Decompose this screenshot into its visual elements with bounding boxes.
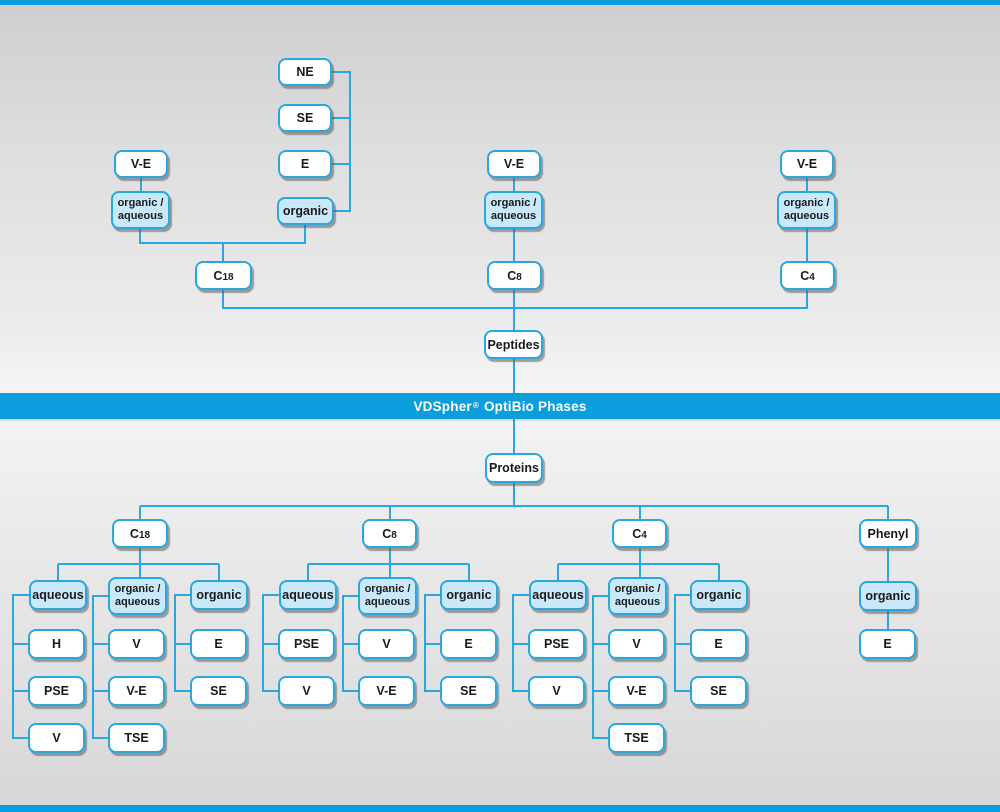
phase-label: C18 xyxy=(213,269,233,283)
phase-label: C4 xyxy=(632,527,647,541)
node-proteins-c4-mixed-v: V xyxy=(608,629,665,659)
node-proteins-c4-organic-e: E xyxy=(690,629,747,659)
node-proteins-c4-organic-aqueous: organic / aqueous xyxy=(608,577,667,615)
node-proteins-c8-organic-aqueous: organic / aqueous xyxy=(358,577,417,615)
bottom-accent-bar xyxy=(0,805,1000,812)
phase-digits: 8 xyxy=(391,529,397,541)
mode-line2: aqueous xyxy=(490,210,537,222)
node-peptides-c18-organic: organic xyxy=(277,197,334,225)
phase-letter: C xyxy=(382,526,392,541)
phase-digits: 8 xyxy=(516,271,522,283)
mode-line1: organic / xyxy=(614,582,661,595)
node-proteins-phase-c18: C18 xyxy=(112,519,168,548)
mode-line1: organic / xyxy=(114,582,161,595)
node-peptides-c4-organic-aqueous: organic / aqueous xyxy=(777,191,836,229)
top-accent-bar xyxy=(0,0,1000,5)
mode-line2: aqueous xyxy=(364,596,411,608)
phase-label: C4 xyxy=(800,269,815,283)
node-peptides-c18-e: E xyxy=(278,150,332,178)
mode-line1: organic / xyxy=(364,582,411,595)
node-peptides-c8-ve: V-E xyxy=(487,150,541,178)
node-proteins-c18-mixed-ve: V-E xyxy=(108,676,165,706)
node-peptides-c18-organic-aqueous: organic / aqueous xyxy=(111,191,170,229)
node-proteins-c8-mixed-ve: V-E xyxy=(358,676,415,706)
title-banner: VDSpher®OptiBio Phases xyxy=(0,393,1000,419)
node-proteins-c4-aqueous: aqueous xyxy=(529,580,587,610)
mode-line2: aqueous xyxy=(117,210,164,222)
node-proteins-root: Proteins xyxy=(485,453,543,483)
banner-brand: VDSpher xyxy=(413,398,472,414)
node-proteins-c8-aqueous-v: V xyxy=(278,676,335,706)
wire-horizontal-rails xyxy=(139,307,889,519)
node-proteins-c4-organic: organic xyxy=(690,580,748,610)
phase-label: C18 xyxy=(130,527,150,541)
banner-suffix: OptiBio Phases xyxy=(483,398,587,414)
node-peptides-root: Peptides xyxy=(484,330,543,359)
node-proteins-c18-aqueous: aqueous xyxy=(29,580,87,610)
wire-peptides-c18-elution-rail xyxy=(332,71,351,212)
node-proteins-phenyl-organic: organic xyxy=(859,581,917,611)
mode-line1: organic / xyxy=(783,196,830,209)
node-proteins-c18-aqueous-pse: PSE xyxy=(28,676,85,706)
mode-line1: organic / xyxy=(490,196,537,209)
phase-letter: C xyxy=(632,526,642,541)
node-peptides-c18-ne: NE xyxy=(278,58,332,86)
node-peptides-phase-c4: C4 xyxy=(780,261,835,290)
node-proteins-c18-organic: organic xyxy=(190,580,248,610)
node-proteins-c18-mixed-tse: TSE xyxy=(108,723,165,753)
phase-label: C8 xyxy=(507,269,522,283)
phase-digits: 18 xyxy=(138,529,151,541)
node-proteins-c8-aqueous-pse: PSE xyxy=(278,629,335,659)
mode-line1: organic / xyxy=(117,196,164,209)
phase-letter: C xyxy=(507,268,517,283)
node-proteins-phase-phenyl: Phenyl xyxy=(859,519,917,548)
node-proteins-c4-aqueous-v: V xyxy=(528,676,585,706)
phase-letter: C xyxy=(213,268,223,283)
node-proteins-c8-organic-se: SE xyxy=(440,676,497,706)
phase-letter: C xyxy=(129,526,139,541)
wire-proteins-c4-group xyxy=(512,548,720,739)
phase-digits: 4 xyxy=(809,271,815,283)
node-peptides-phase-c18: C18 xyxy=(195,261,252,290)
node-peptides-c4-ve: V-E xyxy=(780,150,834,178)
node-proteins-c4-mixed-tse: TSE xyxy=(608,723,665,753)
node-proteins-c18-aqueous-h: H xyxy=(28,629,85,659)
node-proteins-c18-organic-aqueous: organic / aqueous xyxy=(108,577,167,615)
node-proteins-c18-organic-se: SE xyxy=(190,676,247,706)
node-peptides-c8-organic-aqueous: organic / aqueous xyxy=(484,191,543,229)
node-proteins-c8-mixed-v: V xyxy=(358,629,415,659)
wire-peptides-c18-chain xyxy=(139,178,306,309)
node-proteins-c4-aqueous-pse: PSE xyxy=(528,629,585,659)
node-proteins-c18-organic-e: E xyxy=(190,629,247,659)
node-proteins-phenyl-organic-e: E xyxy=(859,629,916,659)
node-proteins-c8-aqueous: aqueous xyxy=(279,580,337,610)
wire-proteins-c18-group xyxy=(12,548,220,739)
node-proteins-phase-c8: C8 xyxy=(362,519,417,548)
phase-digits: 18 xyxy=(222,271,234,283)
node-proteins-c8-organic-e: E xyxy=(440,629,497,659)
mode-line2: aqueous xyxy=(783,210,830,222)
node-peptides-c18-se: SE xyxy=(278,104,332,132)
phase-label: C8 xyxy=(382,527,397,541)
mode-line2: aqueous xyxy=(114,596,161,608)
node-proteins-c4-mixed-ve: V-E xyxy=(608,676,665,706)
node-proteins-c4-organic-se: SE xyxy=(690,676,747,706)
node-peptides-c18-ve: V-E xyxy=(114,150,168,178)
wire-proteins-c8-group xyxy=(262,548,470,692)
node-proteins-c18-mixed-v: V xyxy=(108,629,165,659)
node-proteins-c18-aqueous-v: V xyxy=(28,723,85,753)
node-peptides-phase-c8: C8 xyxy=(487,261,542,290)
node-proteins-c8-organic: organic xyxy=(440,580,498,610)
phase-letter: C xyxy=(800,268,810,283)
node-proteins-phase-c4: C4 xyxy=(612,519,667,548)
phase-digits: 4 xyxy=(641,529,647,541)
mode-line2: aqueous xyxy=(614,596,661,608)
